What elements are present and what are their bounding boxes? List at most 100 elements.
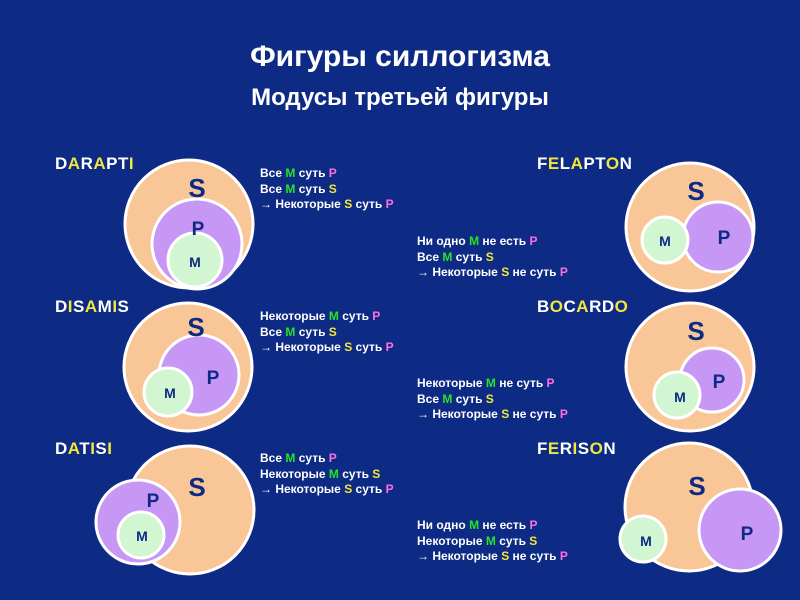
premise-segment: Ни одно bbox=[417, 518, 470, 532]
premise-segment: M bbox=[485, 533, 496, 548]
conclusion-line: → Некоторые S суть P bbox=[260, 197, 394, 213]
mood-name-part: N bbox=[619, 154, 633, 173]
label-s: S bbox=[187, 312, 204, 342]
label-s: S bbox=[188, 472, 205, 502]
mood-name-part: D bbox=[55, 297, 68, 316]
premise-segment: M bbox=[469, 518, 480, 532]
premise-segment: M bbox=[285, 181, 296, 196]
mood-name-part: A bbox=[67, 439, 80, 458]
mood-name-part: L bbox=[559, 154, 571, 173]
label-p: P bbox=[207, 368, 220, 389]
mood-name-part: O bbox=[605, 154, 620, 173]
mood-name-bocardo: BOCARDO bbox=[537, 297, 628, 317]
circle-m bbox=[142, 366, 194, 418]
premise-segment: суть bbox=[338, 466, 373, 481]
premise-segment: M bbox=[285, 451, 296, 465]
premise-segment: P bbox=[546, 376, 555, 390]
label-s: S bbox=[688, 471, 705, 501]
premise-segment: суть bbox=[295, 451, 329, 465]
premise-segment: не суть bbox=[509, 549, 560, 563]
premise-line: Некоторые M не суть P bbox=[417, 376, 568, 392]
premise-line: Ни одно M не есть P bbox=[417, 518, 568, 534]
premise-segment: Ни одно bbox=[417, 234, 470, 248]
mood-name-darapti: DARAPTI bbox=[55, 154, 134, 174]
mood-name-part: PT bbox=[583, 154, 606, 173]
mood-name-part: PT bbox=[106, 154, 129, 173]
conclusion-line: → Некоторые S суть P bbox=[260, 482, 394, 498]
premise-segment: P bbox=[559, 265, 568, 279]
diagram-disamis: S P M bbox=[122, 301, 254, 433]
label-p: P bbox=[713, 372, 726, 393]
premise-segment: Некоторые bbox=[260, 309, 329, 323]
diagram-darapti: S P M bbox=[123, 158, 255, 291]
mood-name-part: I bbox=[572, 439, 578, 458]
diagram-felapton: S P M bbox=[624, 161, 756, 293]
mood-name-part: I bbox=[128, 154, 135, 173]
premise-segment: суть bbox=[295, 181, 329, 196]
premise-segment: суть bbox=[452, 391, 486, 406]
premise-segment: не суть bbox=[509, 407, 560, 421]
mood-name-part: N bbox=[603, 439, 617, 458]
premise-segment: Некоторые bbox=[417, 376, 486, 390]
premise-segment: S bbox=[344, 340, 353, 354]
premise-segment: P bbox=[385, 340, 394, 354]
premise-segment: → Некоторые bbox=[417, 265, 502, 279]
premise-segment: Все bbox=[260, 451, 286, 465]
label-p: P bbox=[718, 228, 731, 249]
mood-name-part: M bbox=[97, 297, 113, 316]
label-m: M bbox=[136, 528, 148, 544]
mood-name-part: A bbox=[576, 297, 590, 316]
premise-segment: суть bbox=[352, 340, 386, 354]
premise-segment: P bbox=[328, 166, 337, 180]
premise-segment: → Некоторые bbox=[260, 340, 345, 354]
premise-line: Ни одно M не есть P bbox=[417, 234, 568, 250]
mood-name-part: F bbox=[537, 154, 548, 173]
premise-segment: суть bbox=[452, 249, 486, 264]
mood-name-part: A bbox=[84, 297, 98, 316]
premise-segment: M bbox=[442, 249, 453, 264]
label-m: M bbox=[674, 389, 686, 405]
mood-name-part: A bbox=[67, 154, 81, 173]
premise-segment: → Некоторые bbox=[417, 407, 502, 421]
conclusion-line: → Некоторые S суть P bbox=[260, 340, 394, 356]
mood-name-part: I bbox=[90, 439, 96, 458]
diagram-bocardo: S P M bbox=[624, 301, 756, 433]
premise-segment: M bbox=[285, 324, 296, 339]
mood-name-part: R bbox=[559, 439, 573, 458]
circle-p bbox=[697, 487, 783, 573]
premise-line: Все M суть P bbox=[260, 451, 394, 467]
label-s: S bbox=[687, 316, 704, 346]
premise-segment: суть bbox=[295, 324, 329, 339]
premise-segment: → Некоторые bbox=[260, 482, 345, 496]
premise-segment: P bbox=[385, 482, 394, 496]
premise-segment: суть bbox=[495, 533, 530, 548]
premise-line: Некоторые M суть S bbox=[417, 534, 568, 550]
premises-darapti: Все M суть P Все M суть S→ Некоторые S су… bbox=[260, 166, 394, 213]
label-m: M bbox=[189, 254, 201, 270]
mood-name-part: S bbox=[577, 439, 590, 458]
label-s: S bbox=[687, 176, 704, 206]
premise-segment: Все bbox=[260, 324, 286, 339]
premise-line: Все M суть S bbox=[260, 182, 394, 198]
premise-line: Некоторые M суть S bbox=[260, 467, 394, 483]
mood-name-part: R bbox=[80, 154, 94, 173]
premise-segment: суть bbox=[352, 482, 386, 496]
premise-segment: Все bbox=[260, 181, 286, 196]
premise-segment: P bbox=[559, 407, 568, 421]
premise-segment: не суть bbox=[495, 376, 547, 390]
premise-segment: не суть bbox=[509, 265, 560, 279]
label-p: P bbox=[741, 524, 754, 545]
premise-segment: P bbox=[529, 234, 538, 248]
conclusion-line: → Некоторые S не суть P bbox=[417, 407, 568, 423]
conclusion-line: → Некоторые S не суть P bbox=[417, 265, 568, 281]
premise-segment: не есть bbox=[479, 518, 530, 532]
label-m: M bbox=[164, 385, 176, 401]
premise-line: Некоторые M суть P bbox=[260, 309, 394, 325]
label-m: M bbox=[640, 533, 652, 549]
mood-name-part: S bbox=[73, 297, 85, 316]
